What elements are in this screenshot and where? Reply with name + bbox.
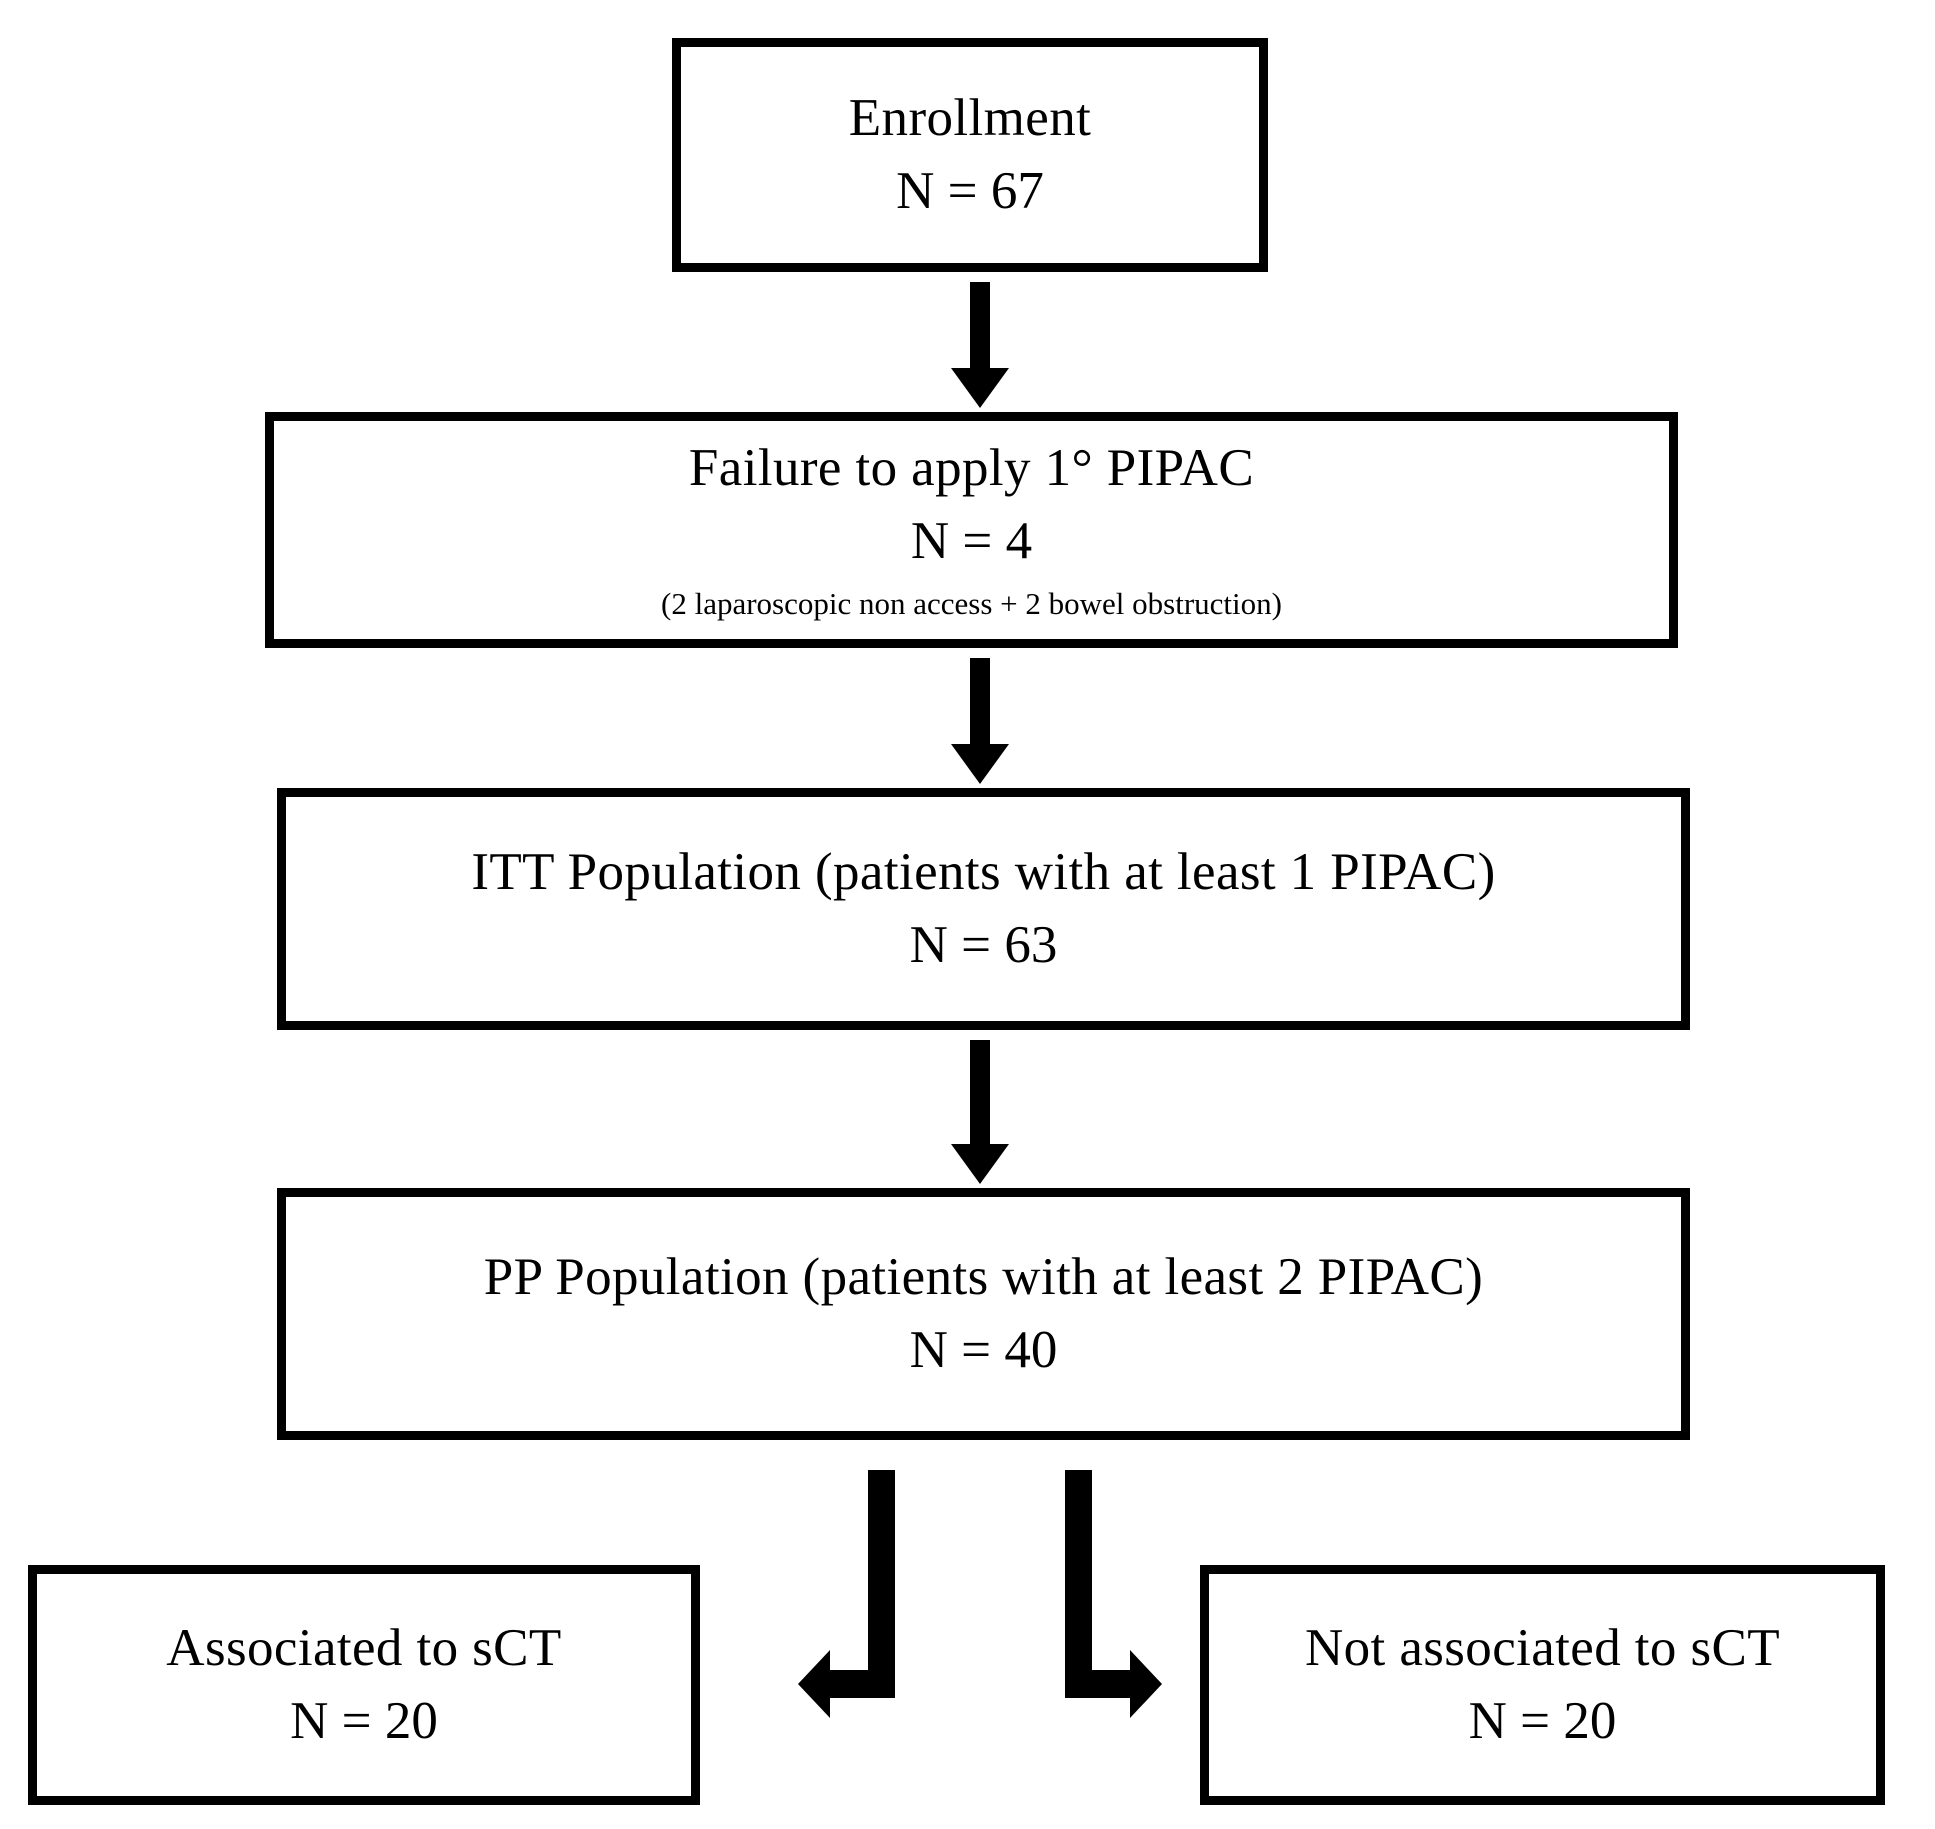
node-count: N = 63 <box>909 916 1058 974</box>
node-label: Associated to sCT <box>166 1619 562 1678</box>
node-count: N = 40 <box>909 1321 1058 1379</box>
node-label: Enrollment <box>848 89 1092 148</box>
node-label: ITT Population (patients with at least 1… <box>471 843 1496 902</box>
elbow-right-arrow-icon <box>1050 1452 1170 1722</box>
flow-node-not-associated-to-sct: Not associated to sCT N = 20 <box>1200 1565 1885 1805</box>
node-count: N = 20 <box>290 1692 438 1750</box>
flow-node-pp-population: PP Population (patients with at least 2 … <box>277 1188 1690 1440</box>
down-arrow-icon <box>930 282 1030 408</box>
node-label: Failure to apply 1° PIPAC <box>688 439 1255 498</box>
elbow-left-arrow-icon <box>790 1452 910 1722</box>
node-count: N = 20 <box>1468 1692 1617 1750</box>
down-arrow-icon <box>930 1040 1030 1184</box>
flow-node-enrollment: Enrollment N = 67 <box>672 38 1268 272</box>
node-label: Not associated to sCT <box>1304 1619 1781 1678</box>
node-count: N = 4 <box>910 511 1033 570</box>
down-arrow-icon <box>930 658 1030 784</box>
node-label: PP Population (patients with at least 2 … <box>483 1248 1484 1307</box>
node-count: N = 67 <box>896 162 1044 220</box>
flow-node-associated-to-sct: Associated to sCT N = 20 <box>28 1565 700 1805</box>
flow-node-itt-population: ITT Population (patients with at least 1… <box>277 788 1690 1030</box>
flow-node-failure-to-apply-pipac: Failure to apply 1° PIPAC N = 4 (2 lapar… <box>265 412 1678 648</box>
node-note: (2 laparoscopic non access + 2 bowel obs… <box>661 586 1282 622</box>
